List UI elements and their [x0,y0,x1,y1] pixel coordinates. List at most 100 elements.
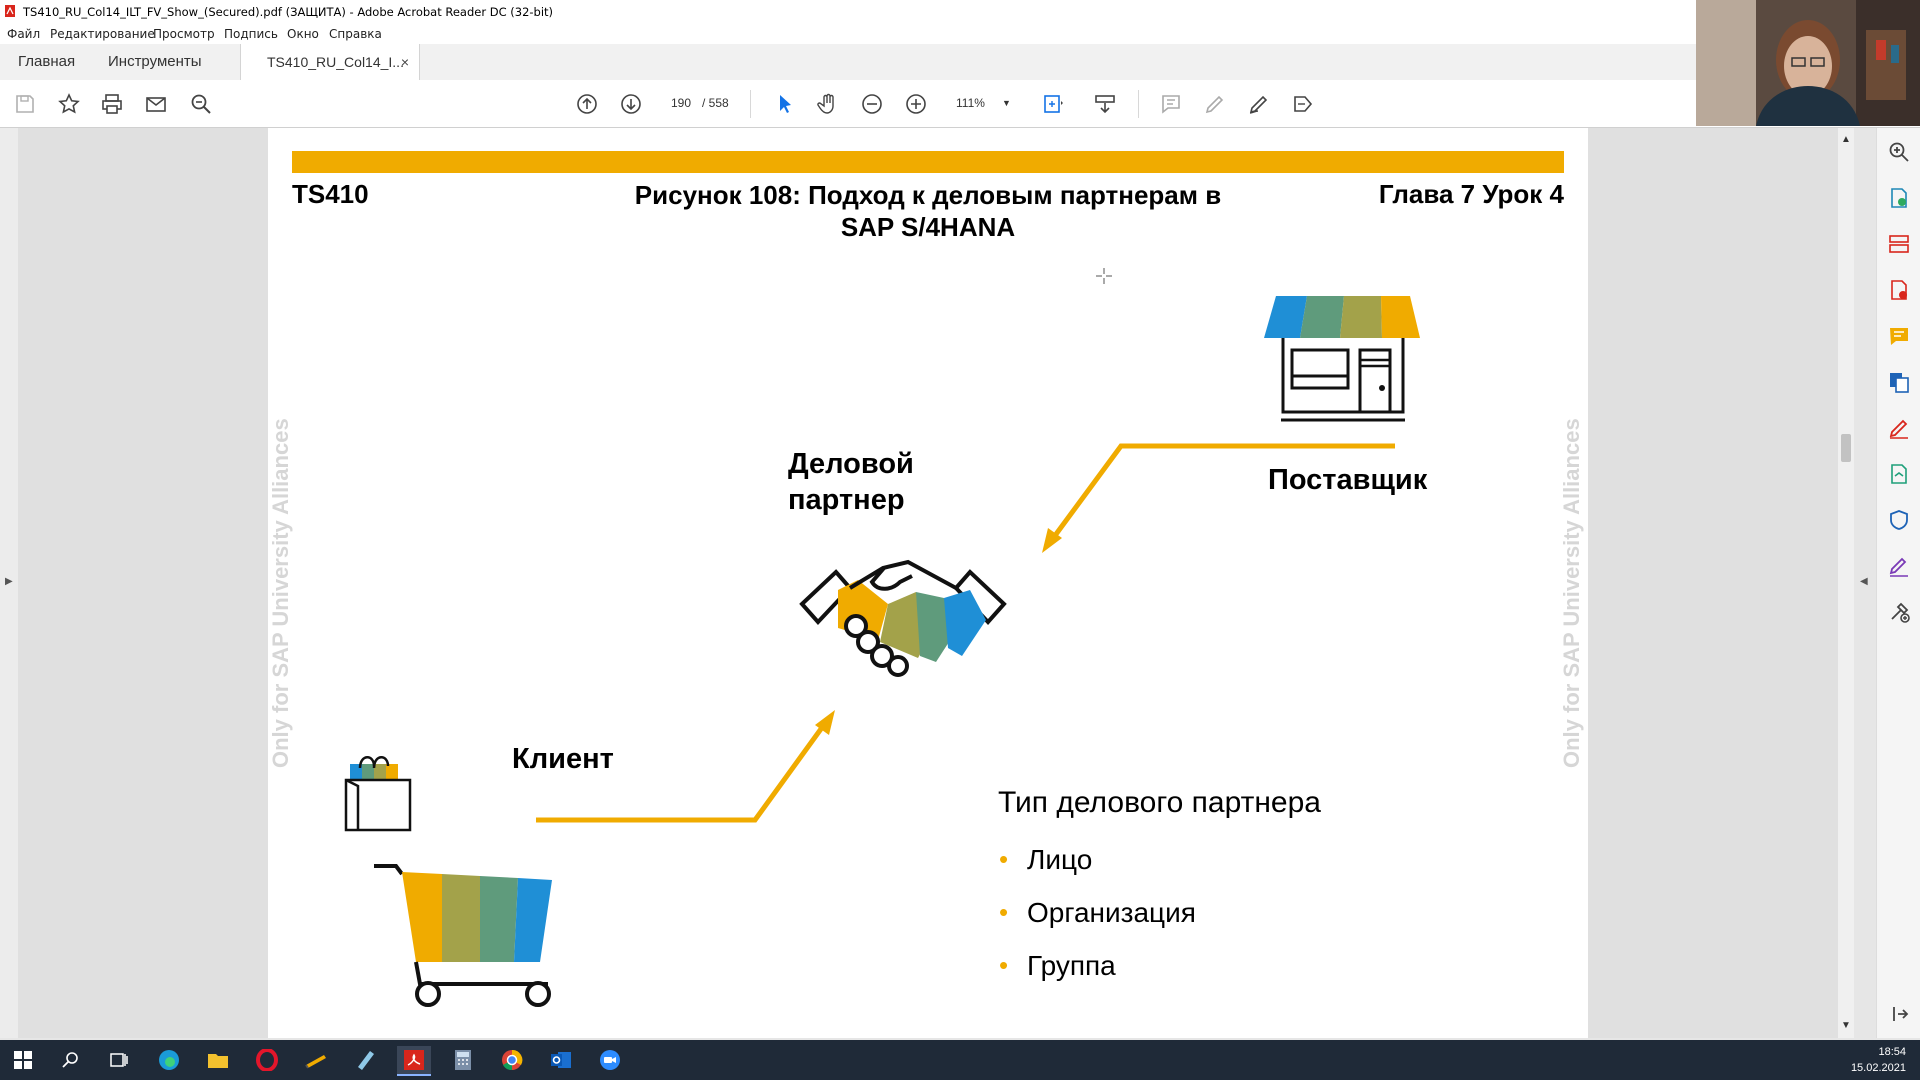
select-cursor-icon[interactable] [770,89,800,119]
tab-close-icon[interactable]: × [400,54,409,70]
protect-shield-icon[interactable] [1887,508,1911,532]
highlight-pen-icon[interactable] [1200,89,1230,119]
partner-type-item: Лицо [1027,844,1093,875]
zoom-meetings-icon[interactable] [593,1046,627,1074]
menu-edit[interactable]: Редактирование [50,27,155,41]
share-tag-icon[interactable] [1288,89,1318,119]
expand-left-icon: ▶ [5,576,13,587]
page-number-input[interactable]: 190 [670,96,692,110]
search-icon[interactable] [54,1046,88,1074]
left-pane-toggle[interactable]: ▶ [0,128,18,1038]
save-icon[interactable] [10,89,40,119]
previous-page-icon[interactable] [572,89,602,119]
scroll-up-icon[interactable]: ▲ [1841,134,1851,145]
system-clock[interactable]: 18:54 15.02.2021 [1851,1044,1906,1076]
menu-view[interactable]: Просмотр [153,27,215,41]
watermark-left: Only for SAP University Alliances [268,418,293,768]
windows-taskbar: 18:54 15.02.2021 [0,1040,1920,1080]
tools-sidebar [1876,128,1920,1038]
export-pdf-icon[interactable] [1887,186,1911,210]
partner-types-heading: Тип делового партнера [998,786,1321,819]
file-explorer-icon[interactable] [201,1046,235,1074]
webcam-video-overlay [1696,0,1920,126]
task-view-icon[interactable] [102,1046,136,1074]
acrobat-reader-taskbar-icon[interactable] [397,1046,431,1076]
search-zoom-icon[interactable] [1887,140,1911,164]
figure-title-line1: Рисунок 108: Подход к деловым партнерам … [634,180,1222,210]
organize-pages-icon[interactable] [1887,232,1911,256]
fill-sign-icon[interactable] [1887,416,1911,440]
acrobat-icon [5,5,15,17]
comment-icon[interactable] [1156,89,1186,119]
next-page-icon[interactable] [616,89,646,119]
arrow-client-to-partner-head [815,710,835,735]
notepad-app-icon[interactable] [348,1046,382,1074]
zoom-level-select[interactable]: 111% ▼ [946,91,1016,115]
zoom-out-icon[interactable] [857,89,887,119]
more-tools-icon[interactable] [1887,600,1911,624]
app-pen-icon[interactable] [299,1046,333,1074]
menu-help[interactable]: Справка [329,27,382,41]
header-accent-bar [292,151,1564,173]
menu-window[interactable]: Окно [287,27,319,41]
scrollbar-thumb[interactable] [1841,434,1851,462]
tab-document-label: TS410_RU_Col14_I... [267,54,404,70]
page-total: / 558 [702,96,729,110]
bookmark-star-icon[interactable] [54,89,84,119]
calculator-icon[interactable] [446,1046,480,1074]
print-icon[interactable] [97,89,127,119]
supplier-label: Поставщик [1268,464,1428,496]
shopping-cart-icon [374,864,552,1007]
chrome-browser-icon[interactable] [495,1046,529,1074]
toolbar: 190 / 558 111% ▼ [0,80,1920,128]
business-partner-label: Деловой партнер [788,446,914,518]
clock-date: 15.02.2021 [1850,1062,1906,1074]
figure-title: Рисунок 108: Подход к деловым партнерам … [268,179,1588,243]
windows-start-icon[interactable] [6,1046,40,1074]
collapse-right-pane-icon[interactable]: ◀ [1860,576,1868,587]
edge-browser-icon[interactable] [152,1046,186,1074]
comment-tool-icon[interactable] [1887,324,1911,348]
figure-title-line2: SAP S/4HANA [840,212,1016,242]
pdf-page: TS410 Рисунок 108: Подход к деловым парт… [268,128,1588,1038]
collapse-sidebar-icon[interactable] [1887,1002,1911,1026]
outlook-icon[interactable] [544,1046,578,1074]
sign-icon[interactable] [1244,89,1274,119]
header-course-code: TS410 [292,179,369,209]
find-zoom-icon[interactable] [186,89,216,119]
fit-page-icon[interactable] [1038,89,1068,119]
chevron-down-icon: ▼ [1002,98,1011,108]
handshake-icon [799,559,1007,677]
menu-bar: Файл Редактирование Просмотр Подпись Окн… [0,24,1920,44]
tab-document[interactable]: TS410_RU_Col14_I... × [240,44,420,81]
request-signature-icon[interactable] [1887,554,1911,578]
email-icon[interactable] [141,89,171,119]
business-partner-label-line2: партнер [788,484,905,516]
bullet-icon: • [999,897,1009,927]
send-for-review-icon[interactable] [1887,462,1911,486]
create-pdf-icon[interactable] [1887,278,1911,302]
partner-type-item: Организация [1027,897,1196,928]
combine-files-icon[interactable] [1887,370,1911,394]
webcam-person-image [1696,0,1920,126]
title-bar: TS410_RU_Col14_ILT_FV_Show_(Secured).pdf… [0,0,1920,24]
bullet-icon: • [999,844,1009,874]
zoom-level-value: 111% [956,96,985,110]
watermark-right: Only for SAP University Alliances [1559,418,1584,768]
vertical-scrollbar[interactable]: ▲ ▼ [1838,128,1854,1038]
opera-browser-icon[interactable] [250,1046,284,1074]
tab-tools[interactable]: Инструменты [108,53,202,70]
store-supplier-icon [1264,296,1420,422]
scroll-mode-icon[interactable] [1090,89,1120,119]
client-label: Клиент [512,743,614,775]
header-chapter-lesson: Глава 7 Урок 4 [1378,179,1564,209]
menu-sign[interactable]: Подпись [224,27,278,41]
tab-home[interactable]: Главная [18,53,76,70]
scroll-down-icon[interactable]: ▼ [1841,1020,1851,1031]
zoom-in-icon[interactable] [901,89,931,119]
shopping-bag-client-icon [344,756,412,832]
menu-file[interactable]: Файл [7,27,41,41]
bullet-icon: • [999,950,1009,980]
clock-time: 18:54 [1878,1046,1906,1058]
hand-tool-icon[interactable] [813,89,843,119]
